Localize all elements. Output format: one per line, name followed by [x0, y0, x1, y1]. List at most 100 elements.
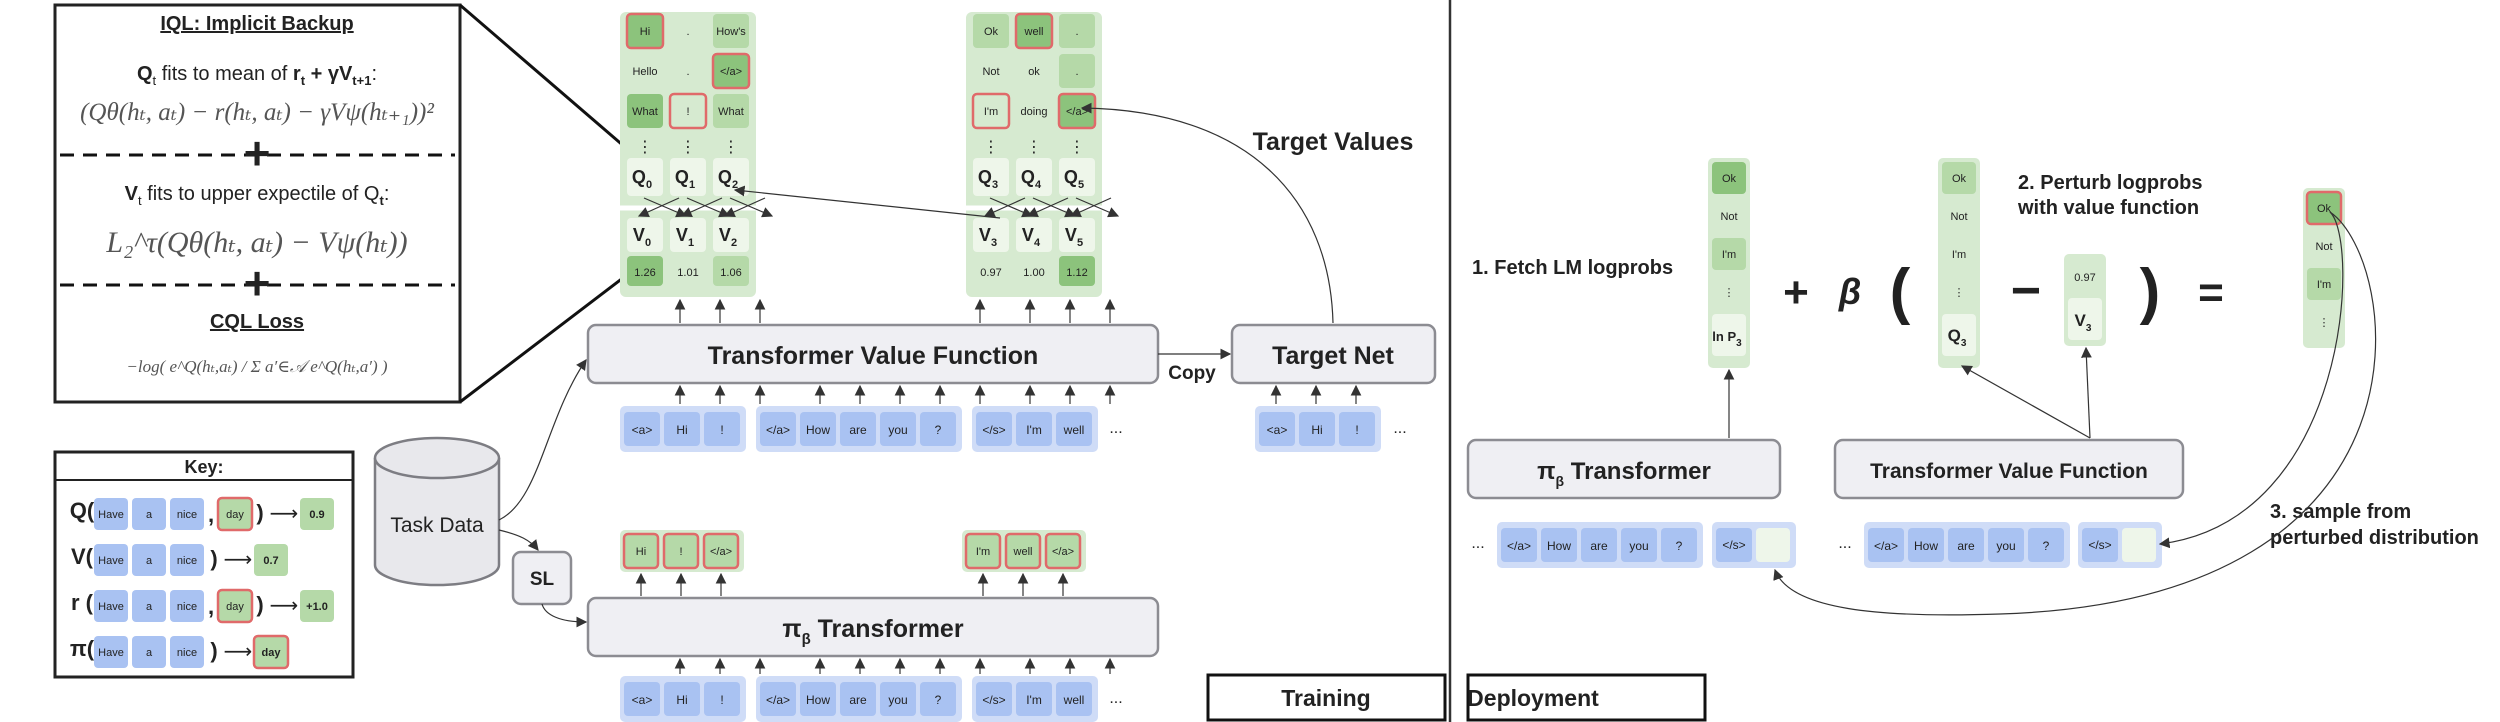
dist-label: I'm [1952, 249, 1966, 261]
key-out-box [254, 544, 288, 576]
q-cell-label: I'm [984, 106, 998, 118]
dist-label: Ok [1952, 173, 1967, 185]
v-value-box [973, 256, 1009, 286]
token [1988, 528, 2024, 562]
token-label: How [1914, 539, 1938, 553]
empty-slot [1756, 528, 1790, 562]
q-cell-label: How's [716, 26, 746, 38]
dist-foot [1712, 314, 1746, 356]
token [624, 412, 660, 446]
token-label: ? [935, 693, 942, 707]
key-out-box [300, 590, 334, 622]
token [1621, 528, 1657, 562]
token-label: How [1547, 539, 1571, 553]
dist-cell [1712, 238, 1746, 270]
dist-foot-label: Q3 [1948, 326, 1967, 349]
key-action [218, 498, 252, 530]
token [1501, 528, 1537, 562]
pi-out-border [662, 532, 700, 570]
target-values-arrow [1080, 102, 1334, 324]
key-token-label: a [146, 509, 153, 521]
token [1581, 528, 1617, 562]
q-head [973, 158, 1009, 196]
q-cell-highlight [971, 92, 1011, 130]
deploy-end-right: </s> [2078, 522, 2162, 568]
token [664, 682, 700, 716]
key-close: ) [256, 500, 263, 525]
token [976, 682, 1012, 716]
vf-to-v-arrow [2081, 346, 2092, 439]
cql-title: CQL Loss [210, 311, 304, 333]
step3-line1: 3. sample from [2270, 501, 2411, 523]
token [2028, 528, 2064, 562]
token-label: you [888, 693, 907, 707]
pi-out-border [702, 532, 740, 570]
backup-arrow [1069, 197, 1112, 217]
token [664, 412, 700, 446]
pi-out-label: I'm [976, 546, 990, 558]
q-cell-highlight [1057, 92, 1097, 130]
sampled-token-border [2305, 190, 2343, 226]
token-label: </a> [1874, 539, 1898, 553]
token-label: I'm [1026, 693, 1042, 707]
q-head-label: Q1 [675, 167, 695, 191]
key-arrow: ⟶ [224, 549, 253, 571]
cross-arrow [733, 185, 1001, 219]
v-value-label: 1.06 [720, 267, 741, 279]
dist-foot [1942, 314, 1976, 356]
end-token-label: </s> [1722, 538, 1745, 552]
end-token [2082, 528, 2118, 562]
key-action-label: day [226, 509, 244, 521]
backup-arrow [643, 197, 688, 218]
token-label: How [806, 423, 830, 437]
q-cell-label: well [1024, 26, 1044, 38]
step2-line2: with value function [2017, 197, 2199, 219]
dist-cell [1712, 162, 1746, 194]
key-fn: Q( [70, 498, 95, 523]
grid-dots: ⋮ [680, 139, 696, 156]
key-out-border [252, 634, 290, 670]
key-token [94, 636, 128, 668]
token [1056, 412, 1092, 446]
q-cell [627, 54, 663, 88]
v-value-label: 1.26 [634, 267, 655, 279]
token [1541, 528, 1577, 562]
v-value-box [713, 256, 749, 286]
token [976, 412, 1012, 446]
backup-arrow [1075, 197, 1120, 218]
q-cell [973, 94, 1009, 128]
empty-slot [2122, 528, 2156, 562]
key-token-label: nice [177, 555, 197, 567]
v-value-label: 1.01 [677, 267, 698, 279]
key-token [170, 544, 204, 576]
token-label: are [849, 693, 867, 707]
pi-out-token [966, 534, 1000, 568]
q-cell-label: What [718, 106, 744, 118]
key-title: Key: [184, 457, 223, 477]
q-head-label: Q0 [632, 167, 652, 191]
token-label: you [1629, 539, 1648, 553]
pi-out-border [1044, 532, 1082, 570]
pi-out-token [1046, 534, 1080, 568]
backup-arrow [723, 197, 766, 217]
v-col-foot [2068, 298, 2102, 340]
pi-out-label: well [1013, 546, 1033, 558]
key-out-label: 0.7 [263, 555, 278, 567]
vf-to-q-arrow [1960, 365, 2091, 439]
step1-label: 1. Fetch LM logprobs [1472, 257, 1673, 279]
key-token [132, 590, 166, 622]
token-label: </s> [982, 423, 1005, 437]
end-token-label: </s> [2088, 538, 2111, 552]
v-head-label: V0 [633, 225, 651, 249]
v-head-label: V1 [676, 225, 694, 249]
token-label: ? [1676, 539, 1683, 553]
q-cell-highlight [625, 12, 665, 50]
pi-out-token [704, 534, 738, 568]
token-label: I'm [1026, 423, 1042, 437]
token-label: <a> [632, 423, 653, 437]
token-label: </a> [766, 693, 790, 707]
